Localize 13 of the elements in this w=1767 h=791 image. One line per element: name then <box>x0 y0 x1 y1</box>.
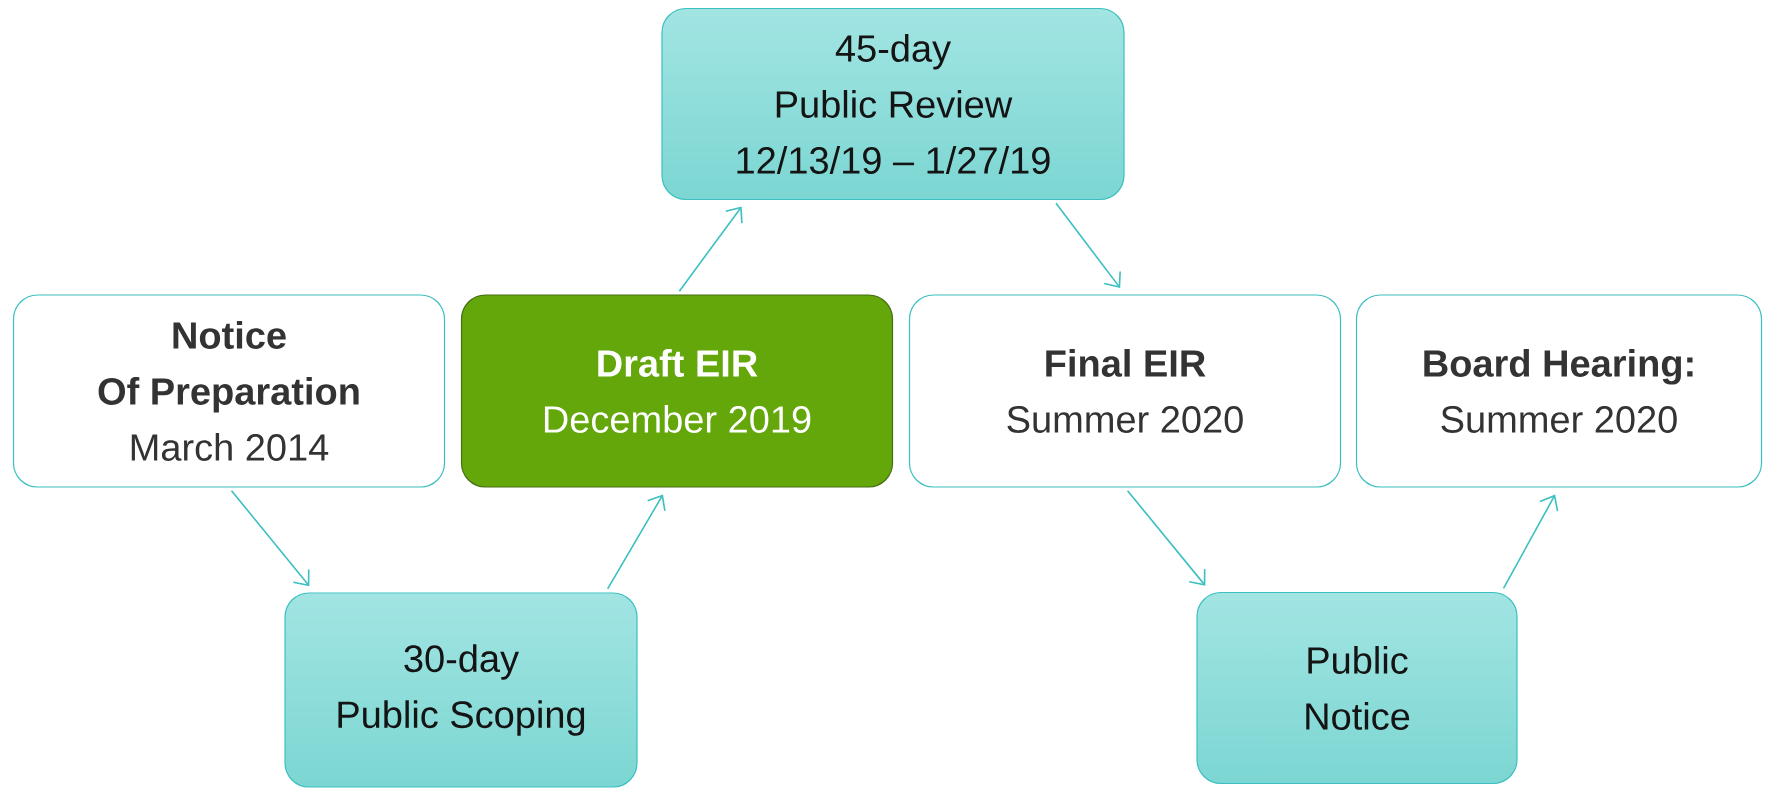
milestone-box: Final EIR Summer 2020 <box>908 294 1342 488</box>
milestone-box: Draft EIR December 2019 <box>460 294 894 488</box>
arrow <box>1055 202 1121 288</box>
arrow <box>1502 494 1559 590</box>
arrow <box>1126 489 1206 586</box>
review-box: 45-day Public Review 12/13/19 – 1/27/19 <box>661 7 1125 201</box>
review-box: Public Notice <box>1196 591 1518 785</box>
arrow <box>678 206 743 292</box>
milestone-box: Notice Of Preparation March 2014 <box>12 294 446 488</box>
arrow <box>606 494 666 590</box>
milestone-box: Board Hearing: Summer 2020 <box>1355 294 1763 488</box>
arrow <box>230 489 310 587</box>
review-box: 30-day Public Scoping <box>284 592 638 788</box>
